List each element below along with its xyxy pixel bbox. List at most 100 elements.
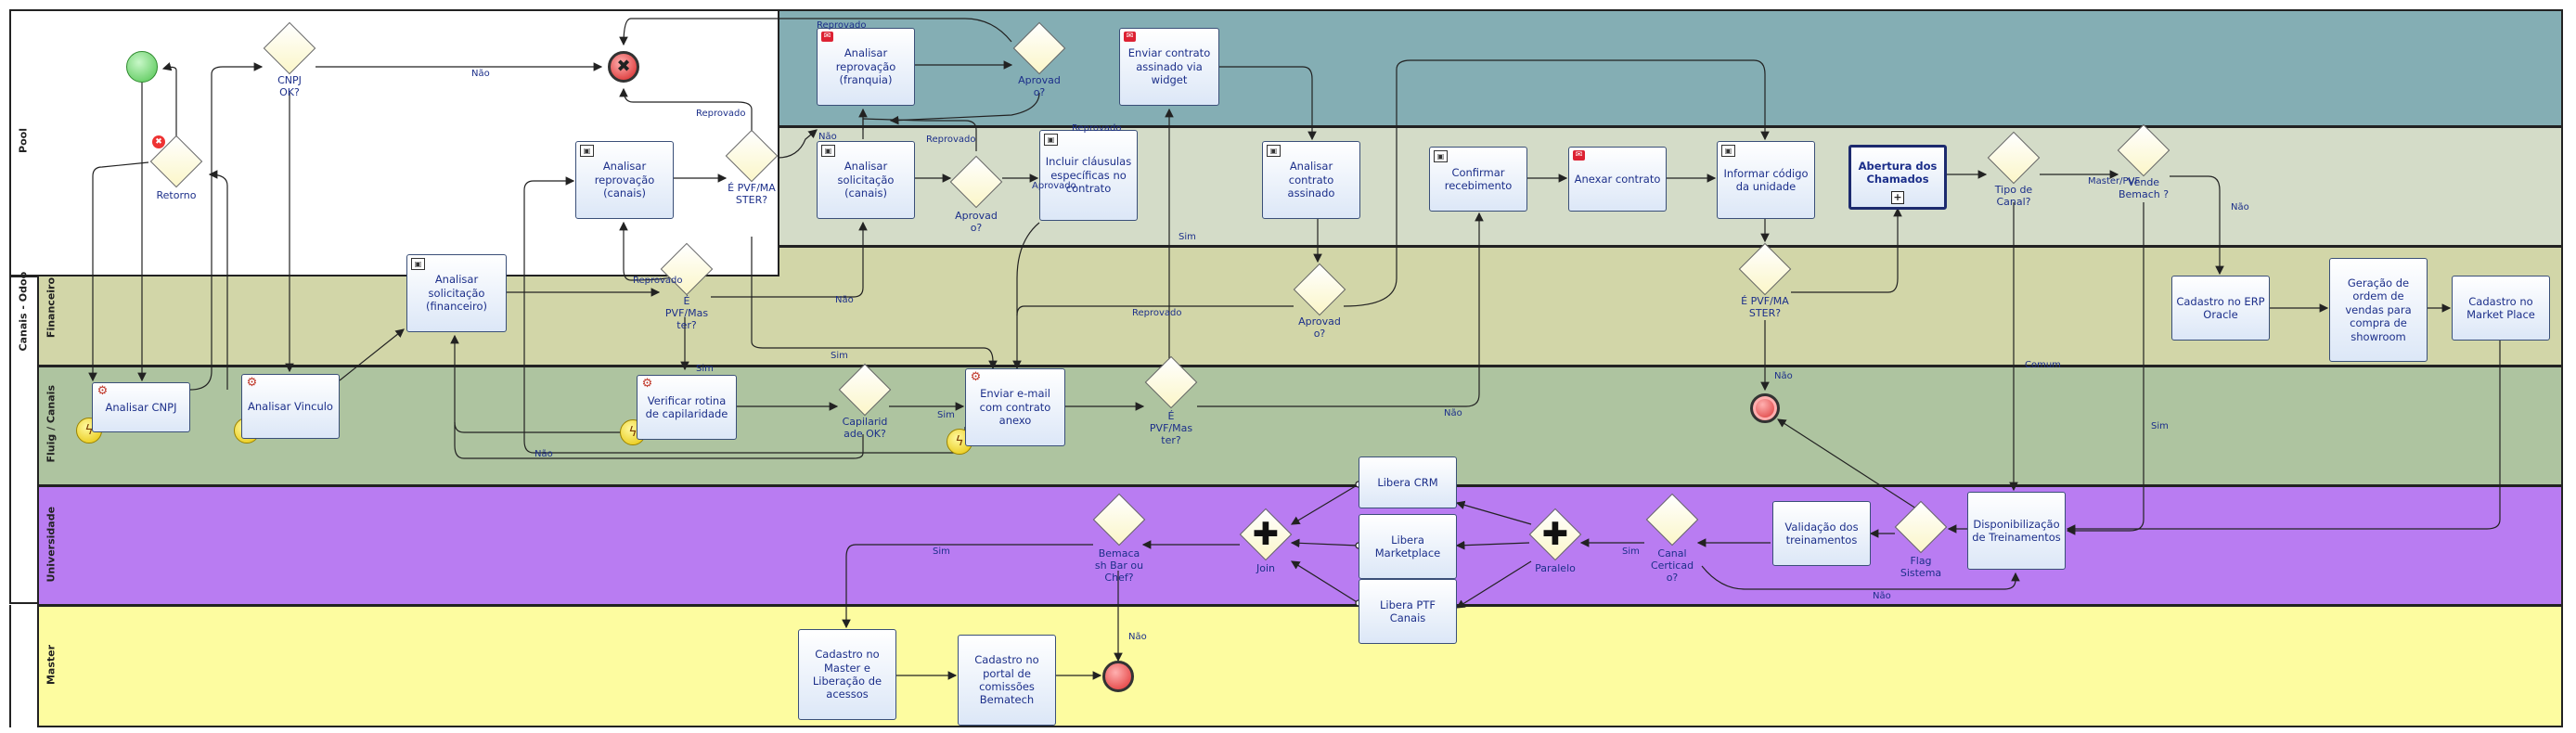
end-event-master[interactable] [1102, 661, 1134, 692]
error-end-event[interactable]: ✖ [608, 51, 639, 83]
task-disponibilizacao[interactable]: Disponibilização de Treinamentos [1967, 492, 2066, 570]
task-cadastro-portal[interactable]: Cadastro no portal de comissões Bematech [958, 635, 1056, 726]
task-enviar-email[interactable]: ⚙ Enviar e-mail com contrato anexo [965, 368, 1065, 446]
user-task-icon: ▣ [411, 258, 425, 270]
error-x-icon: ✖ [152, 135, 165, 148]
flow [777, 129, 818, 159]
flow [1776, 418, 1920, 511]
gateway-pvf-master-1[interactable] [660, 242, 714, 296]
flow-label: Reprovado [817, 20, 867, 31]
plus-marker-icon: + [1891, 191, 1904, 204]
label-flag-sistema: Flag Sistema [1900, 555, 1942, 580]
task-analisar-contrato[interactable]: ▣ Analisar contrato assinado [1262, 141, 1360, 219]
label-pvf-master-fluig: É PVF/Mas ter? [1149, 410, 1193, 447]
flow [842, 544, 1093, 629]
error-x-icon: ✖ [616, 57, 631, 76]
label-capilaridade: Capilarid ade OK? [842, 416, 888, 441]
task-anexar-contrato[interactable]: ✉ Anexar contrato [1568, 147, 1667, 212]
gateway-pvf-master-fluig[interactable] [1144, 355, 1198, 409]
gear-icon: ⚙ [246, 376, 258, 390]
start-event[interactable] [126, 51, 158, 83]
gateway-retorno[interactable]: ✖ [149, 135, 203, 188]
gateway-canal-certificado[interactable] [1645, 493, 1699, 547]
user-task-icon: ▣ [821, 145, 835, 157]
envelope-icon: ✉ [1573, 150, 1585, 161]
label-vende-bemach: Vende Bemach ? [2118, 176, 2170, 201]
flow [619, 18, 1012, 46]
flow-label: Comum [2025, 360, 2061, 370]
end-event-fluig[interactable] [1750, 393, 1780, 423]
task-analisar-vinculo[interactable]: ⚙ Analisar Vinculo [241, 374, 340, 439]
flow-label: Sim [696, 364, 714, 374]
gateway-bemacash[interactable] [1092, 493, 1146, 547]
flow [450, 334, 864, 459]
gateway-aprovado-canais[interactable] [949, 155, 1003, 209]
task-cadastro-master[interactable]: Cadastro no Master e Liberação de acesso… [798, 629, 896, 720]
task-libera-marketplace[interactable]: Libera Marketplace [1359, 514, 1457, 579]
task-informar-codigo[interactable]: ▣ Informar código da unidade [1717, 141, 1815, 219]
gear-icon: ⚙ [970, 370, 982, 384]
flow-label: Aprovado [1032, 181, 1076, 191]
gateway-aprovado-top[interactable] [1012, 21, 1066, 75]
gateway-pvf-master-fin[interactable] [1738, 242, 1792, 296]
flow-label: Master/PVF [2088, 176, 2141, 186]
flow-label: Não [1128, 632, 1147, 642]
flow-label: Sim [933, 547, 950, 557]
flow-label: Reprovado [1132, 308, 1182, 318]
flow-label: Sim [1622, 547, 1640, 557]
flow [1290, 481, 1362, 525]
task-cadastro-market[interactable]: Cadastro no Market Place [2452, 276, 2550, 341]
flow-label: Sim [937, 410, 955, 420]
flow-label: Reprovado [696, 109, 746, 119]
task-confirmar-recebimento[interactable]: ▣ Confirmar recebimento [1429, 147, 1527, 212]
task-analisar-cnpj[interactable]: ⚙ Analisar CNPJ [92, 382, 190, 432]
gateway-paralelo[interactable]: ✚ [1528, 508, 1582, 561]
flow [1701, 565, 2020, 590]
flow [523, 176, 966, 454]
flow [862, 118, 977, 151]
gateway-flag-sistema[interactable] [1894, 500, 1948, 554]
gear-icon: ⚙ [97, 384, 109, 398]
label-bemacash: Bemaca sh Bar ou Chef? [1094, 547, 1144, 585]
flow [619, 87, 753, 133]
task-analisar-reprov-canais[interactable]: ▣ Analisar reprovação (canais) [575, 141, 674, 219]
task-analisar-reprov-franquia[interactable]: ✉ Analisar reprovação (franquia) [817, 28, 915, 106]
label-aprovado-fin: Aprovad o? [1298, 315, 1341, 341]
label-retorno: Retorno [156, 189, 197, 201]
flow [1455, 540, 1530, 550]
gateway-pvf-master-pool[interactable] [725, 129, 779, 183]
task-enviar-contrato[interactable]: ✉ Enviar contrato assinado via widget [1119, 28, 1219, 106]
task-geracao-ordem[interactable]: Geração de ordem de vendas para compra d… [2329, 258, 2428, 362]
task-analisar-solic-fin[interactable]: ▣ Analisar solicitação (financeiro) [406, 254, 507, 332]
task-verificar-rotina[interactable]: ⚙ Verificar rotina de capilaridade [637, 375, 737, 440]
task-incluir-clausulas[interactable]: ▣ Incluir cláusulas específicas no contr… [1039, 130, 1138, 221]
gear-icon: ⚙ [641, 377, 653, 391]
flow [1016, 305, 1294, 316]
gateway-join[interactable]: ✚ [1239, 508, 1293, 561]
master-gutter [9, 605, 39, 727]
flow [454, 421, 640, 433]
subprocess-abertura-chamados[interactable]: Abertura dos Chamados + [1848, 145, 1947, 210]
task-libera-crm[interactable]: Libera CRM [1359, 457, 1457, 508]
gateway-cnpj-ok[interactable] [263, 21, 316, 75]
task-analisar-solic-canais[interactable]: ▣ Analisar solicitação (canais) [817, 141, 915, 219]
label-cnpj-ok: CNPJ OK? [277, 74, 302, 99]
flow-label: Sim [1179, 232, 1196, 242]
gateway-tipo-canal[interactable] [1987, 131, 2041, 185]
canais-pool-outline [9, 276, 39, 604]
flow [1343, 59, 1770, 307]
flow [1290, 560, 1362, 607]
flow [2170, 175, 2224, 276]
flow [339, 328, 405, 381]
user-task-icon: ▣ [1721, 145, 1735, 157]
label-tipo-canal: Tipo de Canal? [1994, 184, 2033, 209]
task-libera-ptf[interactable]: Libera PTF Canais [1359, 579, 1457, 644]
task-validacao-treinamentos[interactable]: Validação dos treinamentos [1772, 501, 1871, 566]
envelope-icon: ✉ [821, 32, 833, 42]
gateway-capilaridade[interactable] [838, 363, 892, 417]
label-pvf-master-pool: É PVF/MA STER? [728, 182, 776, 207]
gateway-vende-bemach[interactable] [2117, 123, 2170, 177]
gateway-aprovado-fin[interactable] [1293, 263, 1346, 316]
task-cadastro-erp[interactable]: Cadastro no ERP Oracle [2171, 276, 2270, 341]
